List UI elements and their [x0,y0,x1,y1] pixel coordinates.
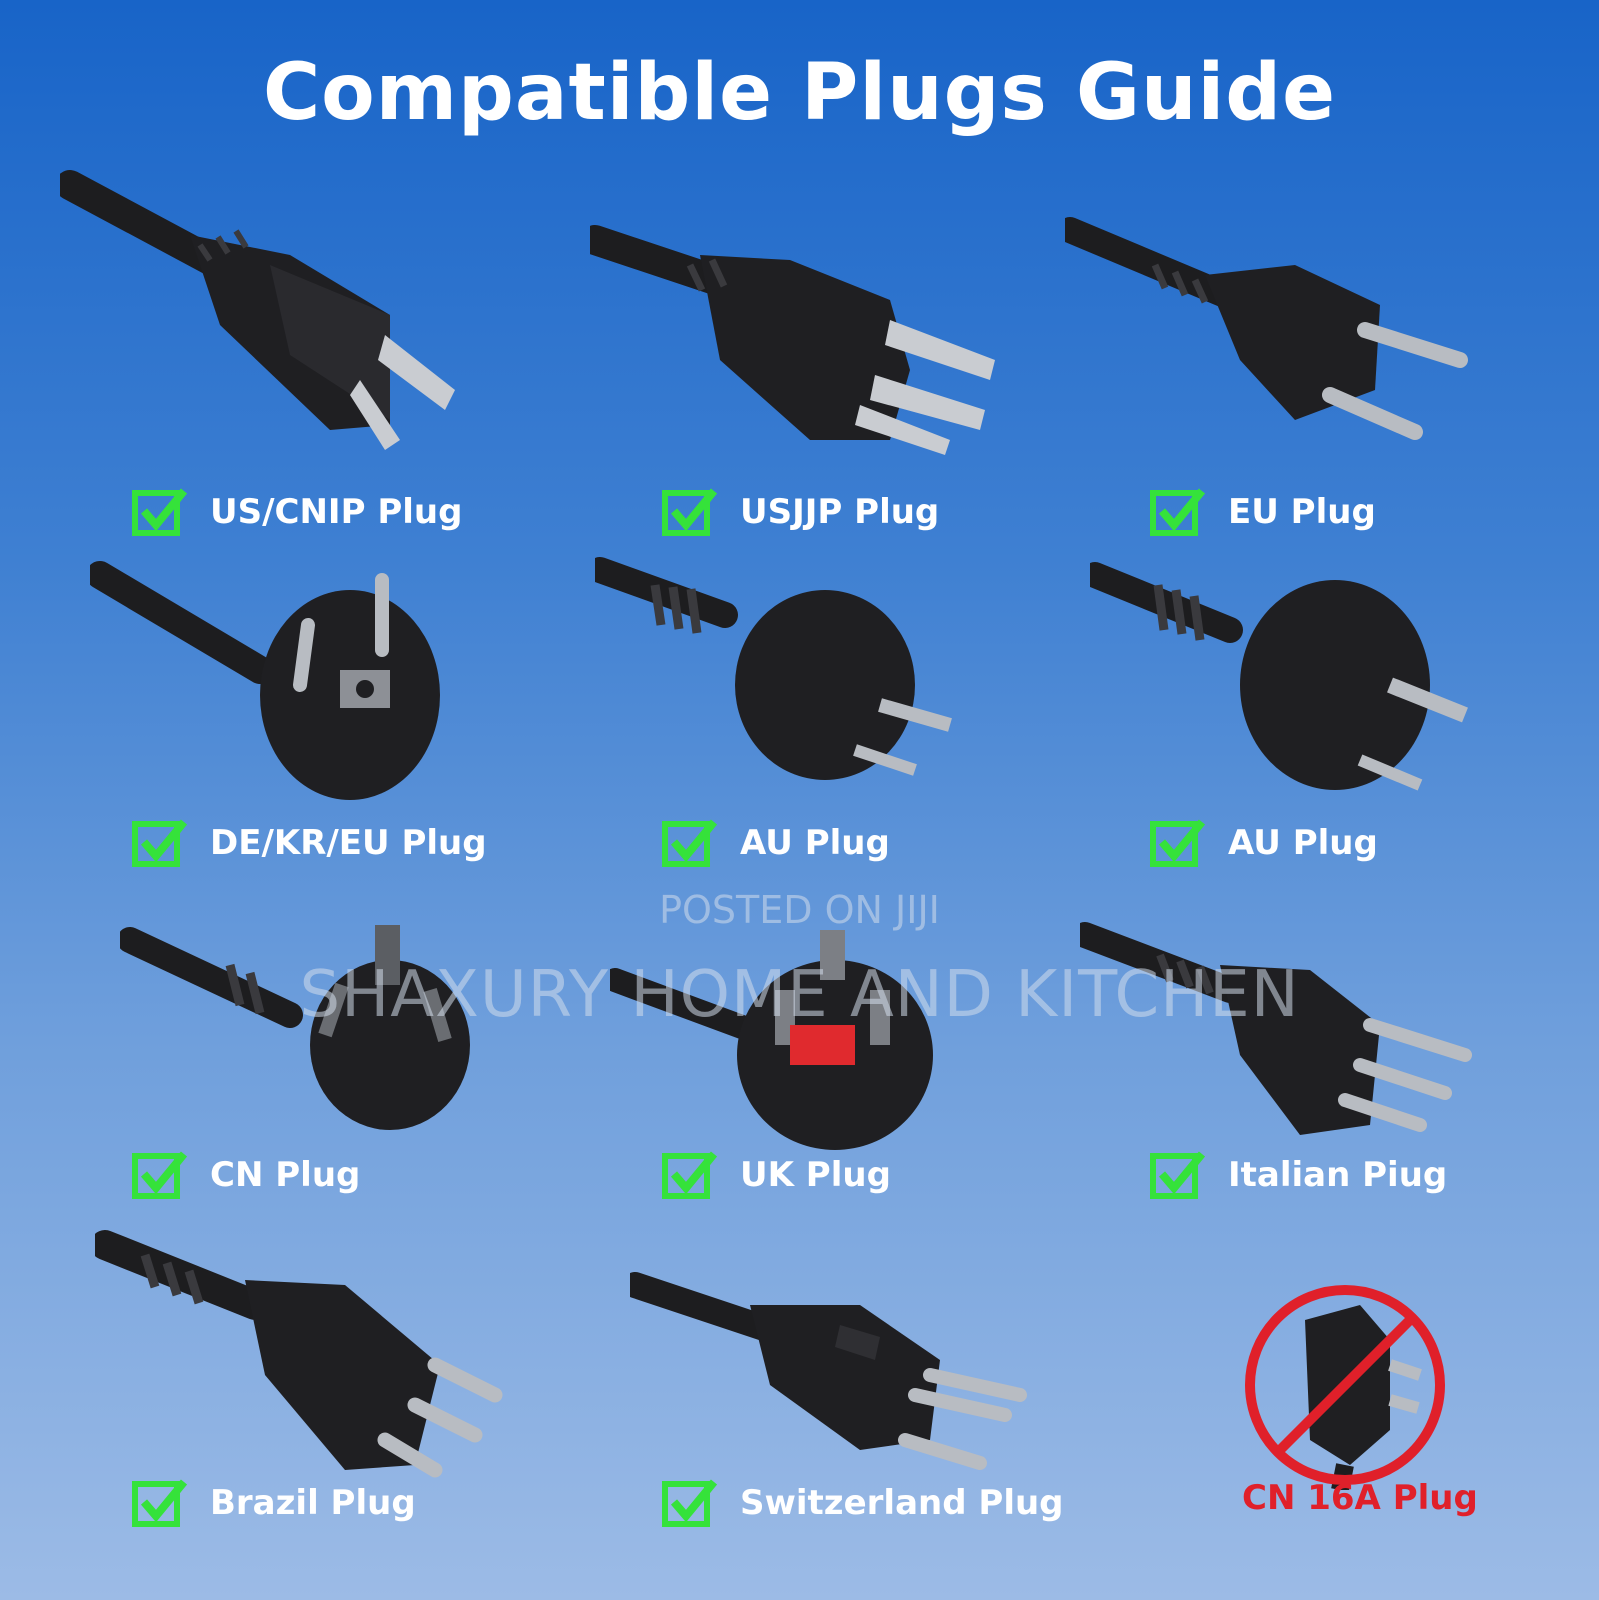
uk-plug-image [610,930,933,1150]
plug-label-text: AU Plug [740,823,890,863]
brazil-plug-image [95,1230,503,1478]
plug-label-italian: Italian Piug [1150,1150,1447,1200]
check-icon [132,1479,188,1527]
plug-label-de-kr-eu: DE/KR/EU Plug [132,818,487,868]
plug-label-text: Brazil Plug [210,1483,416,1523]
check-icon [132,488,188,536]
plug-label-switzerland: Switzerland Plug [662,1478,1064,1528]
check-icon [1150,1151,1206,1199]
us-cnip-plug-image [60,170,455,450]
cn-plug-image [120,925,470,1130]
plug-label-cn: CN Plug [132,1150,360,1200]
plug-label-text: EU Plug [1228,492,1376,532]
plug-label-au-2: AU Plug [1150,818,1378,868]
check-icon [662,819,718,867]
plug-label-us-cnip: US/CNIP Plug [132,487,462,537]
plug-label-text: AU Plug [1228,823,1378,863]
check-icon [132,819,188,867]
plug-label-text: Switzerland Plug [740,1483,1064,1523]
check-icon [662,1479,718,1527]
plug-label-uk: UK Plug [662,1150,891,1200]
plug-label-text: CN Plug [210,1155,361,1195]
plug-label-text: DE/KR/EU Plug [210,823,487,863]
plug-label-text: Italian Piug [1228,1155,1448,1195]
plug-label-text-excluded: CN 16A Plug [1242,1478,1478,1518]
check-icon [1150,819,1206,867]
check-icon [132,1151,188,1199]
plug-label-au-1: AU Plug [662,818,890,868]
italian-plug-image [1080,922,1472,1135]
prohibited-icon [1245,1285,1445,1490]
check-icon [1150,488,1206,536]
plug-label-eu: EU Plug [1150,487,1376,537]
plug-label-text: USJJP Plug [740,492,940,532]
eu-plug-image [1065,217,1468,440]
plug-label-text: UK Plug [740,1155,891,1195]
plug-label-text: US/CNIP Plug [210,492,463,532]
page-title: Compatible Plugs Guide [262,48,1337,138]
check-icon [662,488,718,536]
usjjp-plug-image [590,225,995,455]
plug-label-usjjp: USJJP Plug [662,487,939,537]
check-icon [662,1151,718,1199]
au-plug-image-1 [595,557,952,780]
de-kr-eu-plug-image [90,561,440,800]
plug-label-brazil: Brazil Plug [132,1478,416,1528]
switzerland-plug-image [630,1272,1027,1470]
au-plug-image-2 [1090,562,1468,791]
plug-label-cn-16a: CN 16A Plug [1242,1478,1478,1518]
